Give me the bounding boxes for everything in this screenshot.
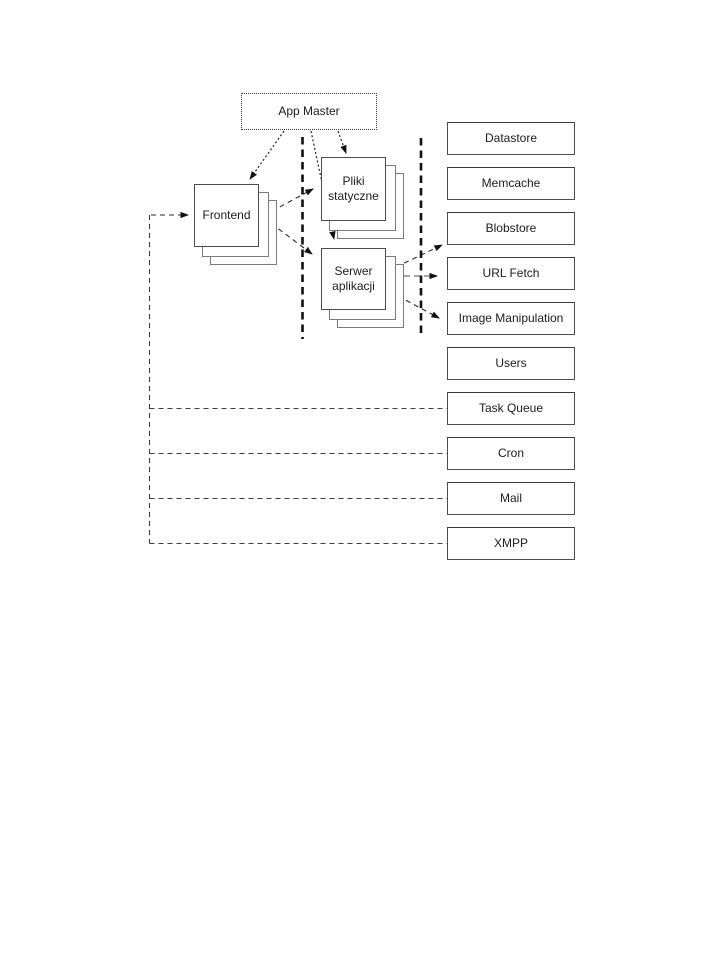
service-label: Cron — [497, 446, 524, 460]
frontend-node: Frontend — [194, 184, 259, 247]
service-box-memcache: Memcache — [447, 167, 575, 200]
service-box-task-queue: Task Queue — [447, 392, 575, 425]
app-server-node: Serwer aplikacji — [321, 248, 386, 310]
app-server-stack: Serwer aplikacji — [321, 248, 404, 328]
service-box-blobstore: Blobstore — [447, 212, 575, 245]
service-box-xmpp: XMPP — [447, 527, 575, 560]
service-label: Image Manipulation — [458, 311, 564, 325]
static-files-node: Pliki statyczne — [321, 157, 386, 221]
service-box-users: Users — [447, 347, 575, 380]
service-label: Blobstore — [485, 221, 537, 235]
app-master-node: App Master — [241, 93, 377, 130]
service-label: Datastore — [484, 131, 538, 145]
service-label: XMPP — [493, 536, 528, 550]
service-box-datastore: Datastore — [447, 122, 575, 155]
app-server-label: Serwer aplikacji — [332, 264, 375, 293]
service-label: URL Fetch — [482, 266, 540, 280]
service-label: Users — [495, 356, 527, 370]
static-files-label: Pliki statyczne — [328, 174, 379, 203]
frontend-label: Frontend — [202, 208, 251, 222]
static-files-stack: Pliki statyczne — [321, 157, 404, 239]
service-box-image-manipulation: Image Manipulation — [447, 302, 575, 335]
arrow-appmaster-to-frontend — [249, 130, 285, 180]
app-master-label: App Master — [278, 104, 340, 118]
arrow-appmaster-to-staticfiles — [337, 130, 347, 154]
service-box-mail: Mail — [447, 482, 575, 515]
service-label: Memcache — [481, 176, 541, 190]
service-box-url-fetch: URL Fetch — [447, 257, 575, 290]
service-label: Task Queue — [478, 401, 544, 415]
service-box-cron: Cron — [447, 437, 575, 470]
arrow-appserver-to-imagemanipulation — [397, 295, 440, 319]
service-label: Mail — [499, 491, 522, 505]
frontend-stack: Frontend — [194, 184, 277, 265]
